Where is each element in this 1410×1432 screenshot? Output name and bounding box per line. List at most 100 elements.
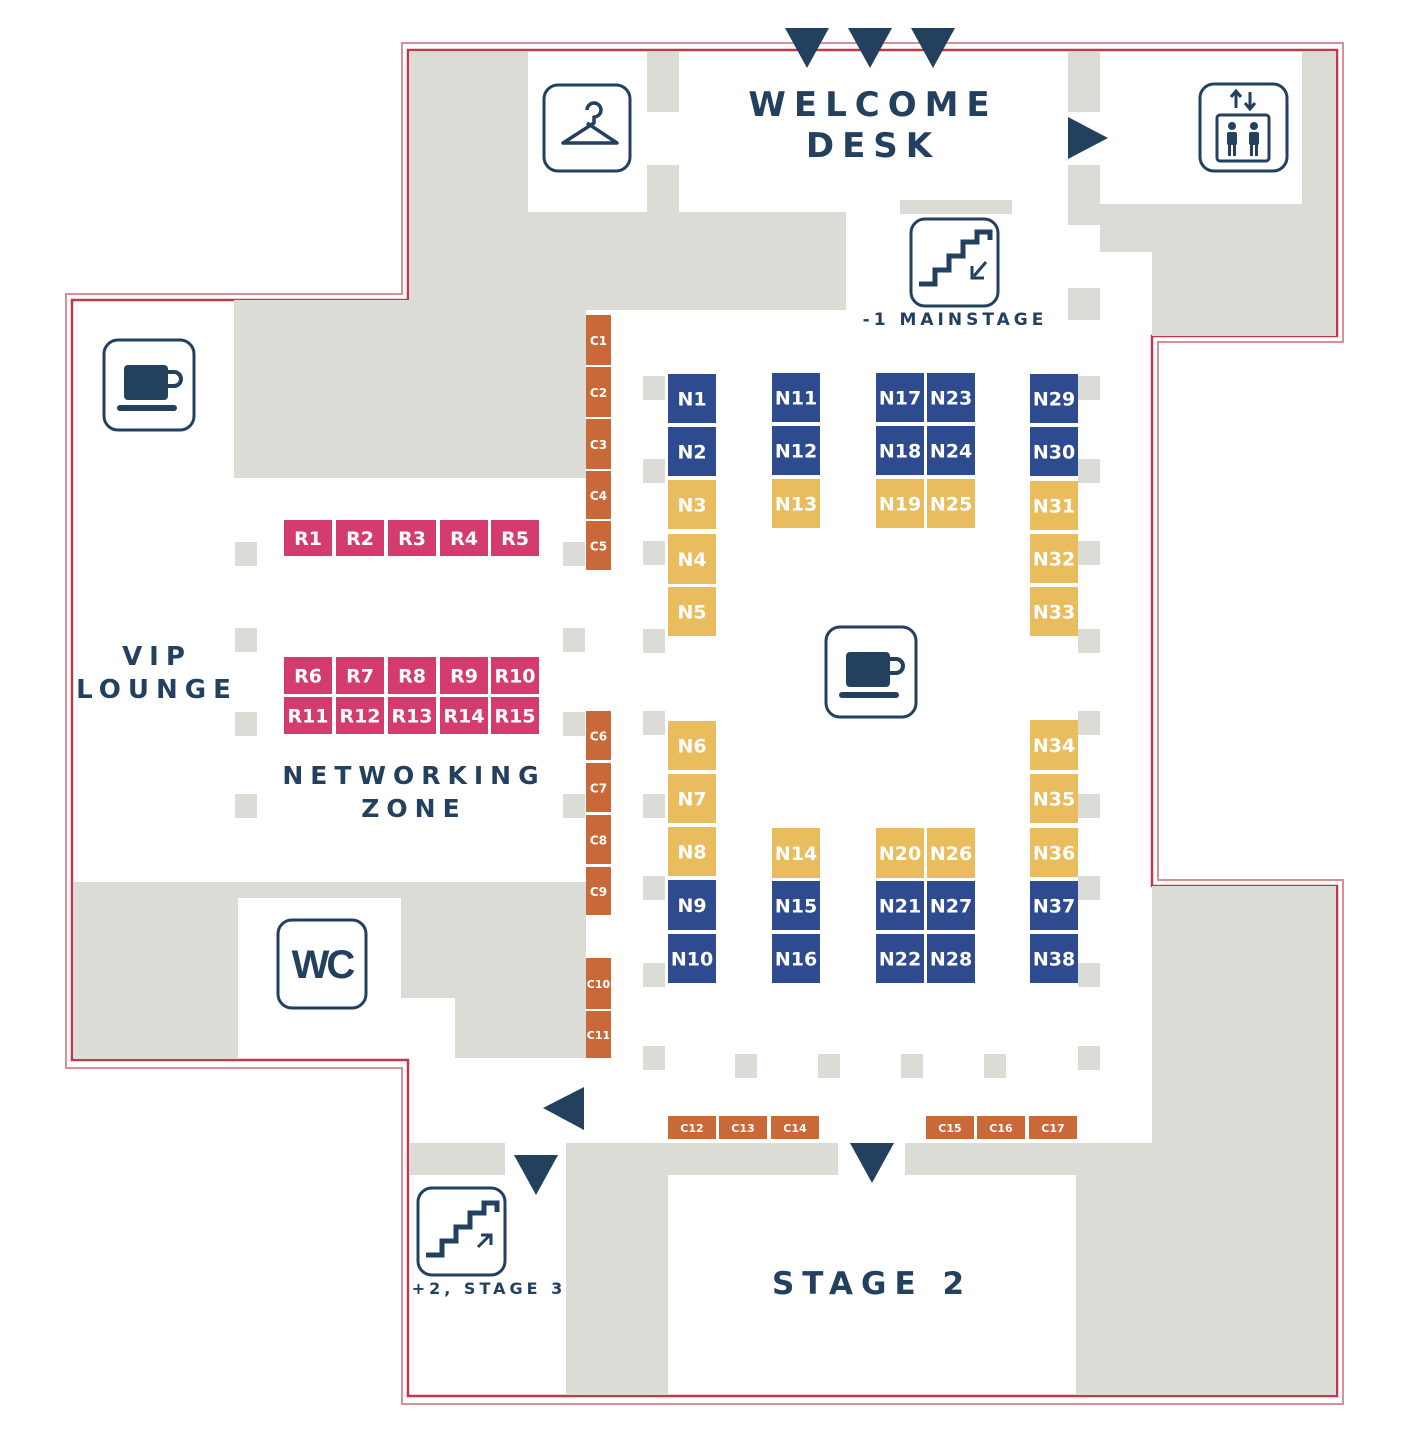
arrow-down-icon bbox=[785, 28, 829, 68]
booth-box bbox=[977, 1116, 1025, 1139]
arrow-right-icon bbox=[1068, 117, 1108, 159]
booth-c15[interactable]: C15 bbox=[926, 1116, 974, 1139]
booth-n7[interactable]: N7 bbox=[668, 774, 716, 823]
booth-n34[interactable]: N34 bbox=[1030, 720, 1078, 770]
booth-n1[interactable]: N1 bbox=[668, 374, 716, 423]
booth-box bbox=[668, 587, 716, 636]
pillar bbox=[643, 711, 665, 735]
booth-n11[interactable]: N11 bbox=[772, 373, 820, 422]
booth-r10[interactable]: R10 bbox=[491, 657, 539, 694]
booth-n26[interactable]: N26 bbox=[927, 828, 975, 878]
booth-n19[interactable]: N19 bbox=[876, 479, 924, 528]
booth-r6[interactable]: R6 bbox=[284, 657, 332, 694]
booth-label: N14 bbox=[775, 843, 817, 865]
booth-c10[interactable]: C10 bbox=[586, 958, 611, 1009]
booth-r13[interactable]: R13 bbox=[388, 697, 436, 734]
booth-label: N22 bbox=[879, 949, 921, 971]
booth-r2[interactable]: R2 bbox=[336, 520, 384, 556]
booth-n38[interactable]: N38 bbox=[1030, 934, 1078, 983]
booth-n9[interactable]: N9 bbox=[668, 880, 716, 930]
booth-c4[interactable]: C4 bbox=[586, 471, 611, 519]
booth-n37[interactable]: N37 bbox=[1030, 881, 1078, 930]
booth-n22[interactable]: N22 bbox=[876, 934, 924, 983]
booth-n18[interactable]: N18 bbox=[876, 426, 924, 475]
booth-n27[interactable]: N27 bbox=[927, 881, 975, 930]
booth-n15[interactable]: N15 bbox=[772, 881, 820, 930]
pillar bbox=[235, 794, 257, 818]
booth-label: R1 bbox=[294, 528, 322, 550]
booth-n2[interactable]: N2 bbox=[668, 427, 716, 476]
booth-n36[interactable]: N36 bbox=[1030, 828, 1078, 877]
booth-r3[interactable]: R3 bbox=[388, 520, 436, 556]
booth-n5[interactable]: N5 bbox=[668, 587, 716, 636]
booth-c5[interactable]: C5 bbox=[586, 521, 611, 570]
booth-c12[interactable]: C12 bbox=[668, 1116, 716, 1139]
booth-n24[interactable]: N24 bbox=[927, 426, 975, 475]
booth-c16[interactable]: C16 bbox=[977, 1116, 1025, 1139]
booth-n12[interactable]: N12 bbox=[772, 426, 820, 475]
booth-r14[interactable]: R14 bbox=[440, 697, 488, 734]
booth-box bbox=[586, 763, 611, 812]
booth-box bbox=[586, 1011, 611, 1058]
booth-label: R15 bbox=[494, 706, 535, 728]
booth-c9[interactable]: C9 bbox=[586, 867, 611, 915]
booth-n4[interactable]: N4 bbox=[668, 534, 716, 584]
arrow-down-icon bbox=[850, 1143, 894, 1183]
booth-label: C16 bbox=[989, 1122, 1013, 1135]
booth-c14[interactable]: C14 bbox=[771, 1116, 819, 1139]
booth-c2[interactable]: C2 bbox=[586, 367, 611, 417]
arrow-down-icon bbox=[848, 28, 892, 68]
booth-r8[interactable]: R8 bbox=[388, 657, 436, 694]
booth-c3[interactable]: C3 bbox=[586, 419, 611, 469]
booth-label: N13 bbox=[775, 494, 817, 516]
booth-label: N20 bbox=[879, 843, 921, 865]
booth-n13[interactable]: N13 bbox=[772, 479, 820, 528]
booth-n21[interactable]: N21 bbox=[876, 881, 924, 930]
booth-n29[interactable]: N29 bbox=[1030, 374, 1078, 423]
booth-n20[interactable]: N20 bbox=[876, 828, 924, 878]
booth-n6[interactable]: N6 bbox=[668, 721, 716, 770]
booth-n10[interactable]: N10 bbox=[668, 934, 716, 983]
booth-c11[interactable]: C11 bbox=[586, 1011, 611, 1058]
booth-box bbox=[284, 697, 332, 734]
booth-n28[interactable]: N28 bbox=[927, 934, 975, 983]
pillar bbox=[643, 963, 665, 987]
booth-box bbox=[668, 880, 716, 930]
booth-c8[interactable]: C8 bbox=[586, 815, 611, 864]
booth-n35[interactable]: N35 bbox=[1030, 774, 1078, 823]
booth-n23[interactable]: N23 bbox=[927, 373, 975, 422]
booth-c13[interactable]: C13 bbox=[719, 1116, 767, 1139]
booth-label: C10 bbox=[587, 978, 611, 991]
booth-n33[interactable]: N33 bbox=[1030, 587, 1078, 636]
booth-r11[interactable]: R11 bbox=[284, 697, 332, 734]
booth-c7[interactable]: C7 bbox=[586, 763, 611, 812]
booth-n16[interactable]: N16 bbox=[772, 934, 820, 983]
booth-n3[interactable]: N3 bbox=[668, 480, 716, 529]
booth-r9[interactable]: R9 bbox=[440, 657, 488, 694]
booth-n32[interactable]: N32 bbox=[1030, 534, 1078, 583]
booth-c1[interactable]: C1 bbox=[586, 315, 611, 365]
pillar bbox=[1078, 376, 1100, 400]
booth-n25[interactable]: N25 bbox=[927, 479, 975, 528]
booth-label: N19 bbox=[879, 494, 921, 516]
pillar bbox=[235, 712, 257, 736]
booth-r4[interactable]: R4 bbox=[440, 520, 488, 556]
booth-box bbox=[1030, 774, 1078, 823]
booth-r15[interactable]: R15 bbox=[491, 697, 539, 734]
booth-label: N6 bbox=[677, 736, 706, 758]
booth-r12[interactable]: R12 bbox=[336, 697, 384, 734]
arrow-left-icon bbox=[543, 1087, 584, 1130]
booth-c17[interactable]: C17 bbox=[1029, 1116, 1077, 1139]
booth-box bbox=[284, 657, 332, 694]
booth-r7[interactable]: R7 bbox=[336, 657, 384, 694]
booth-n30[interactable]: N30 bbox=[1030, 427, 1078, 476]
booth-box bbox=[491, 520, 539, 556]
booth-box bbox=[586, 419, 611, 469]
booth-r1[interactable]: R1 bbox=[284, 520, 332, 556]
booth-n17[interactable]: N17 bbox=[876, 373, 924, 422]
booth-c6[interactable]: C6 bbox=[586, 711, 611, 760]
booth-n31[interactable]: N31 bbox=[1030, 481, 1078, 530]
booth-n8[interactable]: N8 bbox=[668, 827, 716, 876]
booth-n14[interactable]: N14 bbox=[772, 828, 820, 878]
booth-r5[interactable]: R5 bbox=[491, 520, 539, 556]
